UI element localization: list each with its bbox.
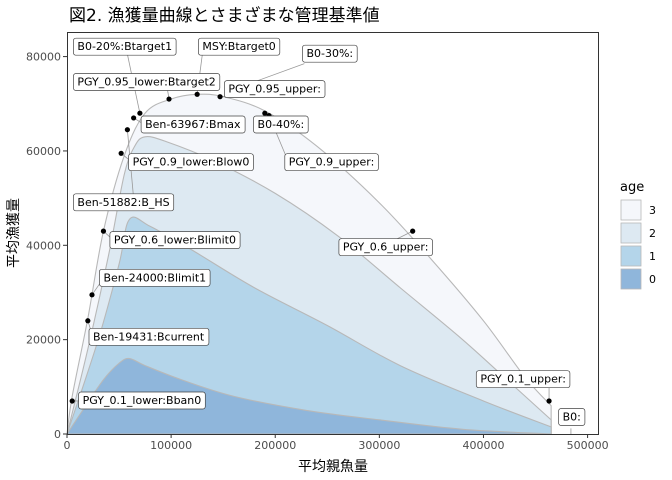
x-tick-label: 100000 <box>150 439 192 452</box>
annotation-box <box>88 327 210 346</box>
annotation-label: PGY_0.95_upper: <box>224 80 326 98</box>
annotation-text: B0-30%: <box>306 47 353 60</box>
annotation-label: PGY_0.9_lower:Blow0 <box>128 153 254 172</box>
reference-point <box>69 398 75 404</box>
annotation-box <box>302 44 358 63</box>
reference-point <box>262 110 268 116</box>
annotation-box <box>338 238 433 257</box>
x-tick-label: 500000 <box>567 439 609 452</box>
y-tick-label: 40000 <box>26 239 61 252</box>
annotation-text: B0-20%:Btarget1 <box>77 40 172 53</box>
panel-border <box>67 32 599 435</box>
x-axis: 0 100000 200000 300000 400000 500000 <box>64 434 609 452</box>
legend-title: age <box>620 180 644 195</box>
annotation-text: PGY_0.9_upper: <box>289 156 375 169</box>
annotation-label: PGY_0.6_upper: <box>338 238 433 257</box>
reference-point <box>546 398 552 404</box>
annotation-text: PGY_0.6_upper: <box>343 241 429 254</box>
legend: age 3 2 1 0 <box>620 180 656 290</box>
annotation-text: PGY_0.1_lower:Bban0 <box>83 394 202 407</box>
annotation-box <box>475 370 571 389</box>
annotation-text: PGY_0.1_upper: <box>480 373 566 386</box>
annotation-box <box>253 115 309 134</box>
reference-point <box>124 127 130 133</box>
annotation-box <box>78 391 206 410</box>
annotation-box <box>73 193 175 212</box>
reference-point <box>137 110 143 116</box>
annotation-box <box>99 268 211 287</box>
legend-key-age-1 <box>620 245 642 267</box>
y-axis: 0 20000 40000 60000 80000 <box>26 51 67 441</box>
annotation-label: B0-30%: <box>302 44 358 63</box>
annotation-label: PGY_0.1_lower:Bban0 <box>78 391 206 410</box>
annotation-text: PGY_0.9_lower:Blow0 <box>133 156 250 169</box>
annotation-text: PGY_0.6_lower:Blimit0 <box>114 234 236 247</box>
reference-point <box>89 292 95 298</box>
annotation-box <box>73 73 221 91</box>
annotation-label: B0-20%:Btarget1 <box>73 37 177 56</box>
annotation-box <box>224 80 326 98</box>
annotation-text: Ben-63967:Bmax <box>145 118 241 131</box>
annotation-text: Ben-24000:Blimit1 <box>103 271 206 284</box>
chart-title: 図2. 漁獲量曲線とさまざまな管理基準値 <box>69 5 380 26</box>
annotation-box <box>109 231 241 249</box>
x-tick-label: 0 <box>64 439 71 452</box>
y-axis-title: 平均漁獲量 <box>6 198 22 268</box>
reference-point <box>166 96 172 102</box>
reference-point <box>131 115 137 121</box>
legend-label-age-2: 2 <box>649 227 656 240</box>
reference-point <box>194 91 200 97</box>
annotation-box <box>128 153 254 172</box>
legend-key-age-3 <box>620 199 642 221</box>
area-age-0 <box>65 357 552 435</box>
annotation-box <box>198 37 281 56</box>
annotation-label: MSY:Btarget0 <box>198 37 281 56</box>
annotation-text: Ben-19431:Bcurrent <box>93 330 205 343</box>
annotation-text: B0-40%: <box>258 118 305 131</box>
annotation-box <box>140 115 246 134</box>
legend-key-age-0 <box>620 268 642 290</box>
legend-label-age-3: 3 <box>649 204 656 217</box>
annotation-text: PGY_0.95_lower:Btarget2 <box>77 76 215 89</box>
annotation-label: Ben-63967:Bmax <box>140 115 246 134</box>
annotation-label: Ben-51882:B_HS <box>73 193 175 212</box>
reference-point <box>118 150 124 156</box>
y-tick-label: 60000 <box>26 145 61 158</box>
annotation-box <box>558 408 586 426</box>
annotation-text: MSY:Btarget0 <box>202 40 275 53</box>
annotation-label: PGY_0.95_lower:Btarget2 <box>73 73 221 91</box>
annotation-box <box>284 153 379 172</box>
x-tick-label: 400000 <box>462 439 504 452</box>
y-tick-label: 80000 <box>26 51 61 64</box>
reference-point <box>100 228 107 234</box>
annotation-label: PGY_0.1_upper: <box>475 370 571 389</box>
annotation-label: B0-40%: <box>253 115 309 134</box>
annotation-label: PGY_0.6_lower:Blimit0 <box>109 231 241 249</box>
annotation-label: Ben-19431:Bcurrent <box>88 327 210 346</box>
annotation-label: B0: <box>558 408 586 426</box>
annotation-label: Ben-24000:Blimit1 <box>99 268 211 287</box>
legend-key-age-2 <box>620 222 642 244</box>
y-tick-label: 0 <box>54 428 61 441</box>
annotation-text: Ben-51882:B_HS <box>77 196 169 209</box>
legend-label-age-1: 1 <box>649 250 656 263</box>
reference-point <box>217 94 223 100</box>
annotation-text: B0: <box>563 410 581 423</box>
x-axis-title: 平均親魚量 <box>298 459 368 475</box>
y-tick-label: 20000 <box>26 334 61 347</box>
annotation-box <box>73 37 177 56</box>
reference-point <box>410 228 416 234</box>
x-tick-label: 300000 <box>358 439 400 452</box>
reference-point <box>85 318 91 324</box>
legend-label-age-0: 0 <box>649 273 656 286</box>
annotation-text: PGY_0.95_upper: <box>228 83 321 96</box>
annotation-label: PGY_0.9_upper: <box>284 153 379 172</box>
x-tick-label: 200000 <box>254 439 296 452</box>
